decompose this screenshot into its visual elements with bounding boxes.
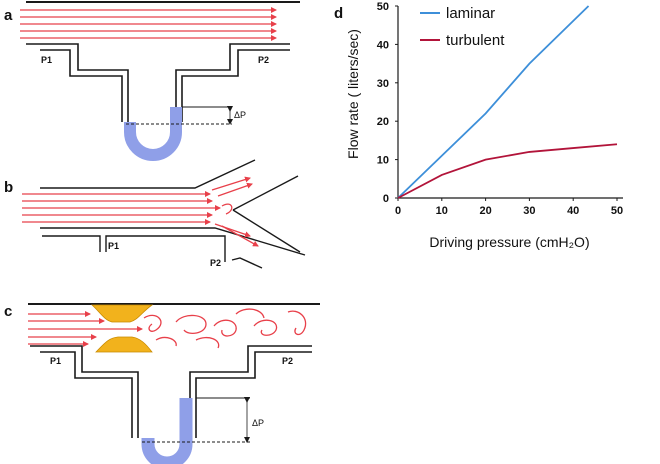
panel-b-label: b xyxy=(4,179,13,196)
plaque-bottom xyxy=(95,336,153,353)
eddy-swirl xyxy=(155,336,177,347)
eddy-swirl xyxy=(221,203,233,215)
delta-p-label: ΔP xyxy=(252,418,264,428)
eddy-swirl xyxy=(235,308,265,319)
y-tick-label: 20 xyxy=(377,116,389,128)
x-tick-label: 0 xyxy=(395,205,401,217)
port-label-p2: P2 xyxy=(282,356,293,366)
x-tick-label: 20 xyxy=(479,205,491,217)
laminar-flow-arrows xyxy=(20,7,277,41)
tube-bottom-wall-with-t xyxy=(30,345,312,438)
port-label-p1: P1 xyxy=(108,241,119,251)
panel-c: c ΔP P1 P2 xyxy=(4,303,320,464)
panel-a: a ΔP P1 P2 xyxy=(4,1,300,161)
stenosis-inflow-arrows xyxy=(28,311,143,347)
eddy-swirl xyxy=(143,314,162,332)
manometer-fluid xyxy=(141,398,193,464)
flow-arrow xyxy=(217,182,253,197)
bifurcation-lower-wall xyxy=(42,235,226,262)
eddy-swirl xyxy=(287,310,307,336)
port-label-p2: P2 xyxy=(210,258,221,268)
tube-bottom-wall-with-t xyxy=(26,43,290,122)
eddy-swirl xyxy=(213,319,237,337)
x-axis-title: Driving pressure (cmH₂O) xyxy=(429,234,589,250)
panel-d-label: d xyxy=(334,5,343,22)
port-label-p1: P1 xyxy=(41,55,52,65)
port-label-p1: P1 xyxy=(50,356,61,366)
x-tick-label: 50 xyxy=(611,205,623,217)
x-tick-label: 40 xyxy=(567,205,579,217)
legend-label-turbulent: turbulent xyxy=(446,32,505,49)
x-tick-label: 10 xyxy=(436,205,448,217)
eddy-swirl xyxy=(195,336,220,349)
eddy-swirl xyxy=(253,319,278,336)
flow-arrow xyxy=(214,223,251,238)
turbulent-eddies xyxy=(143,308,307,349)
panel-a-label: a xyxy=(4,7,13,24)
y-tick-label: 50 xyxy=(377,1,389,13)
flow-arrow xyxy=(211,176,251,191)
bifurcation-outlet-wall xyxy=(231,257,263,269)
legend-label-laminar: laminar xyxy=(446,5,495,22)
manometer-fluid xyxy=(124,107,182,161)
y-tick-label: 40 xyxy=(377,39,389,51)
series-line-laminar xyxy=(397,5,590,199)
flow-arrow xyxy=(221,225,259,247)
y-tick-label: 0 xyxy=(383,193,389,205)
panel-b: b P1 P2 xyxy=(4,159,306,269)
plaque-top xyxy=(90,304,154,323)
eddy-swirl xyxy=(175,314,207,335)
delta-p-label: ΔP xyxy=(234,110,246,120)
x-tick-label: 30 xyxy=(523,205,535,217)
port-label-p2: P2 xyxy=(258,55,269,65)
bifurcation-walls xyxy=(40,159,306,256)
panel-c-label: c xyxy=(4,303,12,320)
series-line-turbulent xyxy=(397,143,618,199)
y-axis-title: Flow rate ( liters/sec) xyxy=(345,29,361,159)
y-tick-label: 30 xyxy=(377,78,389,90)
y-tick-label: 10 xyxy=(377,155,389,167)
bifurcation-flow-arrows xyxy=(22,176,259,247)
